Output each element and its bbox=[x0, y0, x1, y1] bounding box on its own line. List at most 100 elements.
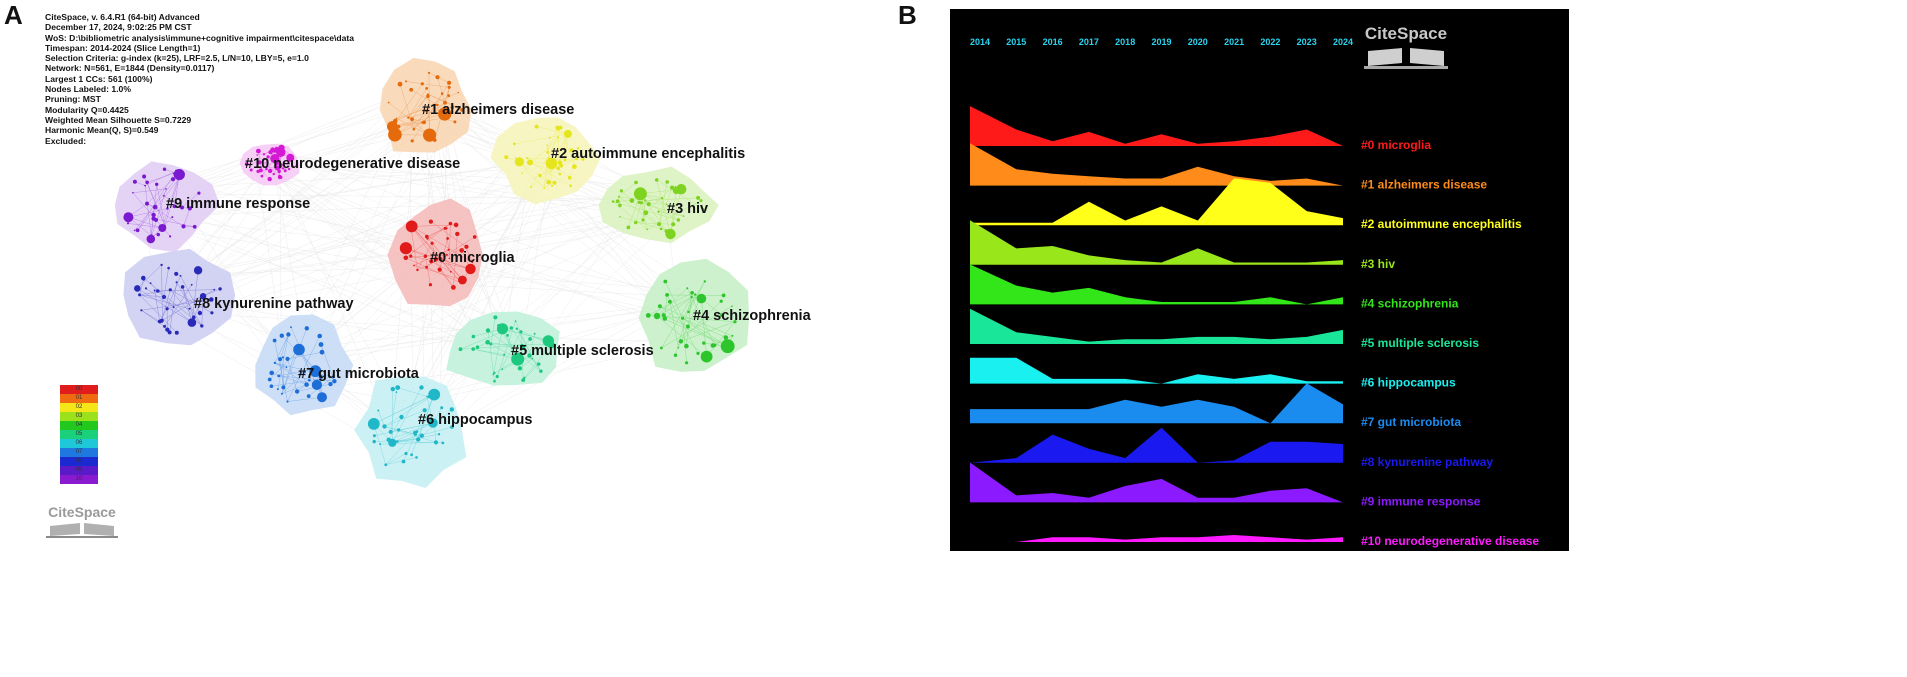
node bbox=[629, 198, 635, 204]
node bbox=[304, 326, 309, 331]
node bbox=[405, 80, 407, 83]
node bbox=[180, 285, 185, 289]
node bbox=[134, 285, 141, 292]
node bbox=[415, 456, 418, 459]
node bbox=[135, 228, 140, 233]
node bbox=[172, 306, 175, 309]
node bbox=[256, 154, 259, 156]
node bbox=[432, 138, 437, 142]
info-line: Network: N=561, E=1844 (Density=0.0117) bbox=[45, 63, 215, 74]
node bbox=[731, 305, 733, 308]
year-tick: 2016 bbox=[1043, 37, 1063, 47]
node bbox=[416, 268, 419, 272]
node bbox=[702, 208, 705, 211]
info-line: Harmonic Mean(Q, S)=0.549 bbox=[45, 125, 159, 136]
node bbox=[407, 116, 410, 119]
node bbox=[404, 451, 408, 456]
node bbox=[422, 120, 426, 125]
node bbox=[133, 229, 136, 232]
node bbox=[286, 332, 291, 337]
node bbox=[210, 311, 214, 315]
node bbox=[166, 207, 169, 210]
node bbox=[256, 148, 261, 154]
node bbox=[558, 172, 562, 176]
cluster-label: #2 autoimmune encephalitis bbox=[551, 146, 745, 162]
node bbox=[575, 157, 578, 161]
timeline-label: #1 alzheimers disease bbox=[1361, 178, 1487, 192]
node bbox=[673, 353, 678, 357]
node bbox=[453, 222, 459, 228]
node bbox=[446, 237, 449, 240]
node bbox=[464, 244, 469, 249]
node bbox=[527, 353, 532, 358]
node bbox=[457, 91, 460, 94]
node bbox=[267, 168, 273, 174]
timeline-area bbox=[970, 383, 1343, 424]
timeline-label: #5 multiple sclerosis bbox=[1361, 336, 1479, 350]
node bbox=[267, 176, 272, 182]
node bbox=[156, 232, 160, 237]
node bbox=[547, 157, 551, 160]
cluster-hull bbox=[123, 248, 236, 346]
node bbox=[283, 169, 287, 173]
cluster-7: #7 gut microbiota bbox=[255, 314, 420, 416]
cluster-label: #6 hippocampus bbox=[418, 412, 532, 428]
node bbox=[644, 199, 647, 202]
node bbox=[521, 172, 523, 175]
node bbox=[617, 195, 620, 198]
node bbox=[272, 148, 277, 153]
node bbox=[722, 347, 725, 351]
node bbox=[453, 120, 457, 124]
legend-swatch: 06 bbox=[60, 439, 98, 448]
legend-swatch: 09 bbox=[60, 466, 98, 475]
timeline-label: #4 schizophrenia bbox=[1361, 296, 1459, 310]
node bbox=[151, 212, 156, 218]
node bbox=[175, 169, 178, 173]
node bbox=[318, 342, 324, 347]
node bbox=[257, 160, 262, 165]
node bbox=[249, 168, 253, 172]
node bbox=[551, 184, 554, 187]
node bbox=[167, 330, 172, 335]
node bbox=[426, 395, 428, 398]
node bbox=[424, 109, 428, 112]
node bbox=[399, 242, 412, 255]
node bbox=[538, 173, 542, 178]
node bbox=[277, 374, 281, 378]
timeline-row-7: #7 gut microbiota bbox=[970, 383, 1461, 429]
node bbox=[549, 136, 551, 139]
node bbox=[581, 158, 585, 161]
node bbox=[276, 388, 279, 391]
timeline-row-2: #2 autoimmune encephalitis bbox=[970, 178, 1522, 231]
legend-swatch: 07 bbox=[60, 448, 98, 457]
cluster-label: #7 gut microbiota bbox=[298, 366, 420, 382]
node bbox=[428, 388, 441, 401]
timeline-area bbox=[970, 462, 1343, 503]
node bbox=[286, 400, 289, 403]
node bbox=[670, 185, 675, 190]
node bbox=[657, 222, 661, 227]
node bbox=[163, 324, 167, 328]
node bbox=[569, 184, 572, 188]
node bbox=[262, 153, 266, 156]
node bbox=[680, 188, 685, 193]
legend-swatch: 10 bbox=[60, 475, 98, 484]
node bbox=[443, 100, 447, 105]
node bbox=[197, 310, 203, 316]
node bbox=[435, 103, 438, 107]
cluster-network-graph: #0 microglia#1 alzheimers disease#2 auto… bbox=[114, 57, 812, 488]
node bbox=[277, 169, 281, 173]
cluster-2: #2 autoimmune encephalitis bbox=[490, 117, 745, 205]
node bbox=[174, 330, 179, 335]
node bbox=[517, 366, 523, 371]
node bbox=[437, 267, 442, 272]
node bbox=[681, 316, 685, 320]
node bbox=[153, 289, 156, 292]
node bbox=[659, 227, 663, 231]
node bbox=[372, 434, 376, 438]
node bbox=[290, 154, 293, 157]
node bbox=[657, 304, 662, 309]
node bbox=[379, 443, 382, 446]
node bbox=[410, 139, 414, 143]
